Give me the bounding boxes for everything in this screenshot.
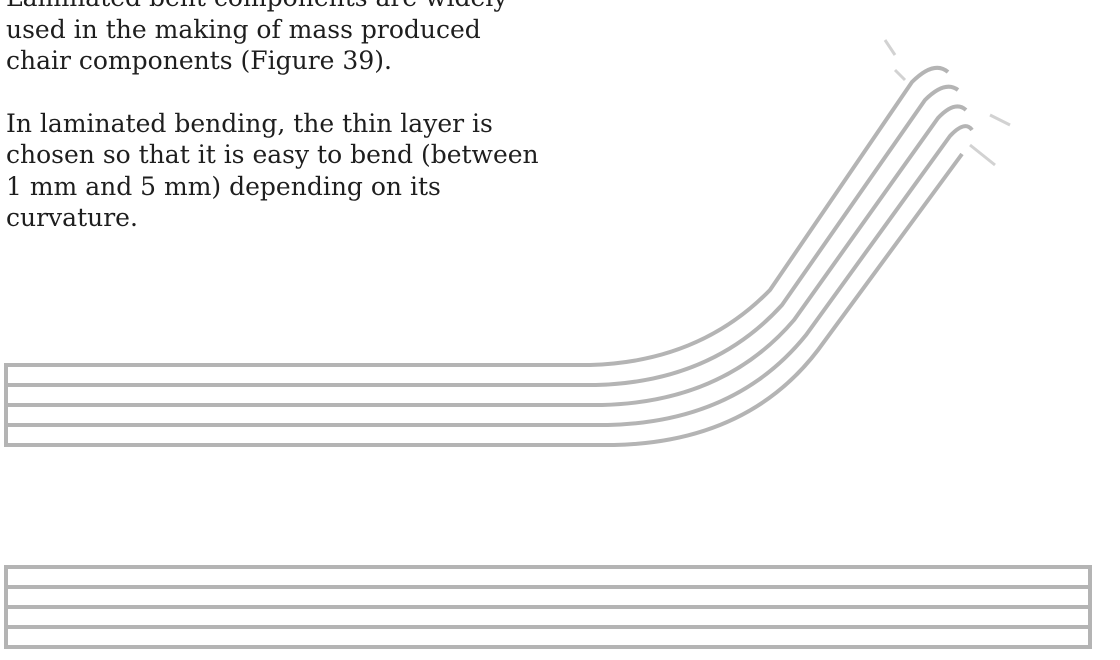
bent-lamination-stack: [4, 65, 974, 447]
paragraph-laminated-bending: In laminated bending, the thin layer is …: [6, 108, 539, 233]
bent-layer-3: [6, 104, 968, 407]
bent-layer-4: [6, 124, 974, 427]
bent-layer-2: [6, 84, 960, 387]
flat-lamination-stack: [4, 565, 1092, 649]
body-text: Laminated bent components are widely use…: [6, 0, 546, 265]
paragraph-laminated-components: Laminated bent components are widely use…: [6, 0, 507, 75]
bent-stack-end-marks: [883, 39, 1011, 167]
bent-layer-5: [6, 152, 964, 447]
bent-layer-1: [6, 65, 950, 367]
